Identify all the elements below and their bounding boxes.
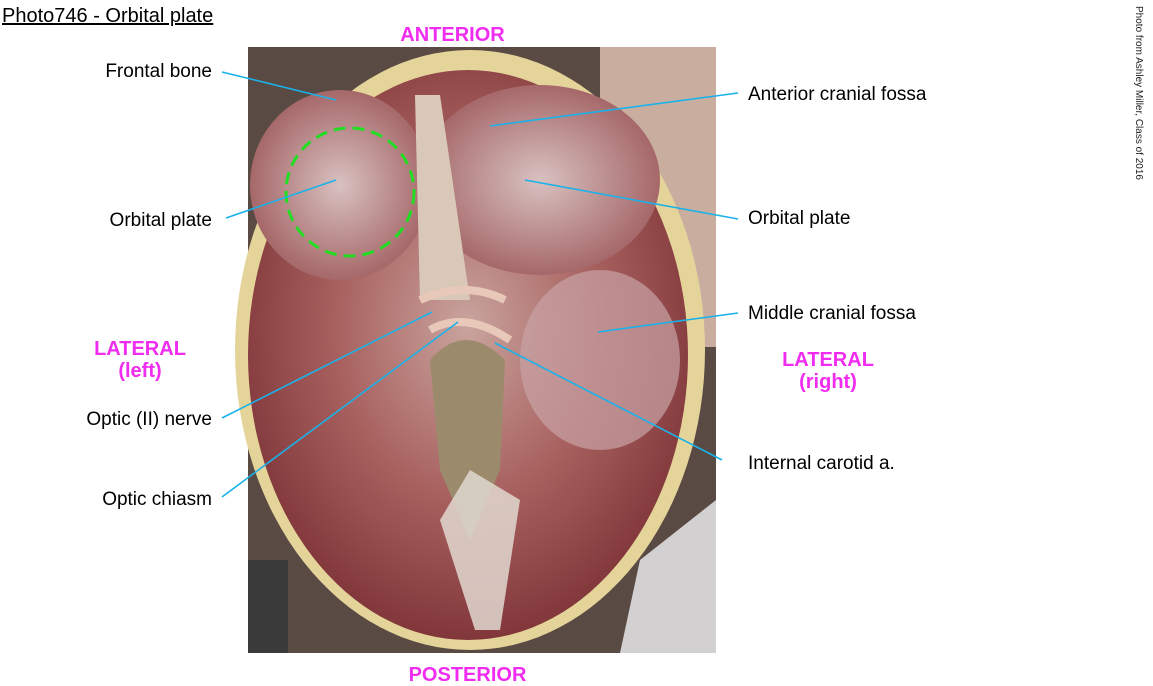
label-anterior-cranial-fossa: Anterior cranial fossa	[748, 84, 927, 105]
label-frontal-bone: Frontal bone	[105, 61, 212, 82]
lateral-right-line2: (right)	[799, 371, 857, 393]
leader-frontal-bone	[221, 71, 337, 101]
photo-credit: Photo from Ashley Miller, Class of 2016	[1133, 6, 1144, 180]
label-orbital-plate-right: Orbital plate	[748, 208, 851, 229]
posterior-label: POSTERIOR	[408, 664, 527, 686]
leader-orbital-plate-right	[524, 179, 739, 220]
page-title: Photo746 - Orbital plate	[2, 5, 214, 27]
leader-anterior-cranial-fossa	[489, 92, 739, 127]
lateral-left-line1: LATERAL	[94, 338, 186, 360]
leader-optic-chiasm	[221, 321, 459, 498]
leader-internal-carotid	[494, 342, 723, 461]
lateral-left-label: LATERAL (left)	[80, 338, 200, 382]
lateral-left-line2: (left)	[118, 360, 162, 382]
label-optic-nerve: Optic (II) nerve	[86, 409, 212, 430]
leader-optic-nerve	[221, 311, 433, 419]
leader-middle-cranial-fossa	[597, 312, 739, 333]
label-optic-chiasm: Optic chiasm	[102, 489, 212, 510]
label-orbital-plate-left: Orbital plate	[109, 210, 212, 231]
anterior-label: ANTERIOR	[400, 24, 505, 46]
label-middle-cranial-fossa: Middle cranial fossa	[748, 303, 916, 324]
lateral-right-label: LATERAL (right)	[768, 349, 888, 393]
leader-orbital-plate-left	[225, 179, 337, 219]
label-internal-carotid: Internal carotid a.	[748, 453, 895, 474]
orbital-plate-highlight-circle	[284, 126, 416, 258]
lateral-right-line1: LATERAL	[782, 349, 874, 371]
